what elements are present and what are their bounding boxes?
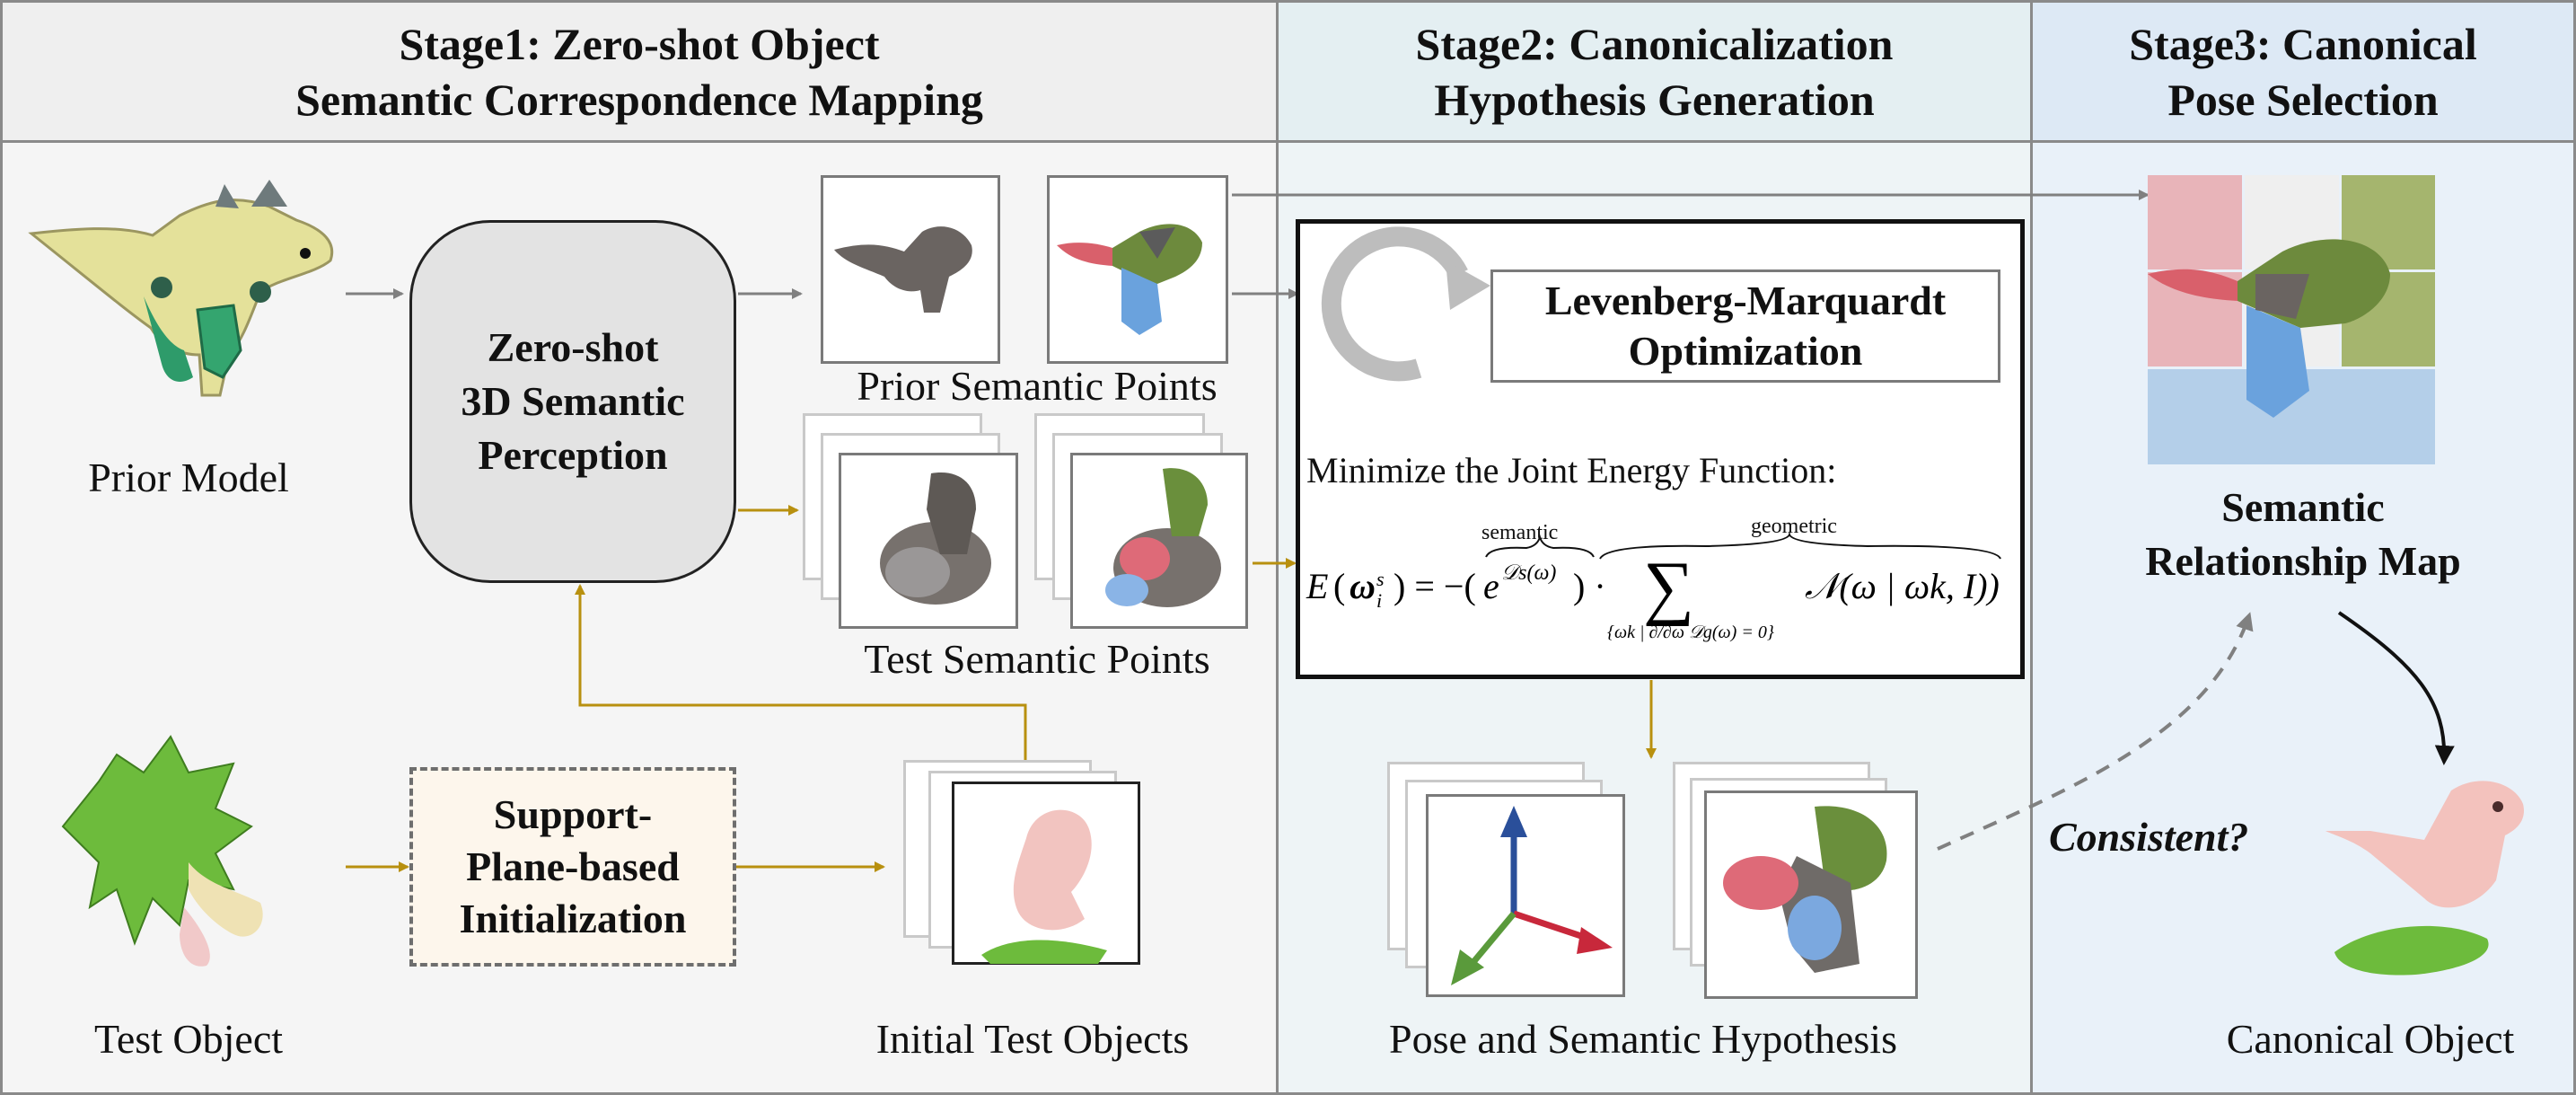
svg-text:e: e	[1483, 566, 1499, 606]
relationship-map-line2: Relationship Map	[2145, 538, 2461, 584]
stage3-header: Stage3: Canonical Pose Selection	[2030, 0, 2576, 143]
stage2-title-line1: Stage2: Canonicalization	[1415, 18, 1894, 69]
prior-points-colored-shape	[1057, 224, 1202, 335]
initial-objects-thumbnail	[952, 782, 1140, 965]
optimization-line1: Levenberg-Marquardt	[1544, 278, 1947, 323]
perception-line3: Perception	[478, 432, 668, 478]
svg-text:) ·: ) ·	[1573, 566, 1606, 606]
svg-text:𝒟s(ω): 𝒟s(ω)	[1501, 561, 1556, 585]
test-points-gray-shape	[880, 472, 991, 605]
stage2-title-line2: Hypothesis Generation	[1434, 74, 1875, 125]
stage2-header: Stage2: Canonicalization Hypothesis Gene…	[1276, 0, 2033, 143]
stage3-title-line1: Stage3: Canonical	[2129, 18, 2477, 69]
test-object-label: Test Object	[93, 1016, 284, 1062]
prior-points-gray-shape	[834, 226, 972, 313]
pose-axes-thumbnail	[1426, 794, 1625, 997]
prior-model-label: Prior Model	[88, 455, 289, 500]
svg-text:s: s	[1376, 568, 1385, 590]
prior-points-thumbnail-gray	[821, 175, 1000, 364]
relationship-map-grid	[2148, 175, 2435, 464]
svg-text:i: i	[1376, 589, 1382, 612]
pose-hypothesis-label: Pose and Semantic Hypothesis	[1389, 1016, 1897, 1062]
test-points-thumbnail-colored	[1070, 453, 1248, 629]
map-dino-points-shape	[2148, 239, 2390, 418]
optimization-line2: Optimization	[1628, 328, 1863, 374]
svg-text:𝒩(ω | ωk, I)): 𝒩(ω | ωk, I))	[1805, 566, 2000, 606]
levenberg-marquardt-box: Levenberg-Marquardt Optimization	[1490, 269, 2000, 383]
arrow-initial-objects-to-perception	[575, 584, 1027, 762]
svg-text:ω: ω	[1350, 566, 1376, 606]
hypothesis-thumbnail	[1704, 790, 1918, 999]
initial-test-objects-label: Initial Test Objects	[875, 1016, 1190, 1062]
arrow-map-to-canonical	[2337, 611, 2455, 765]
init-line2: Plane-based	[466, 843, 680, 889]
relationship-map-label: Semantic Relationship Map	[2092, 476, 2514, 593]
prior-dino-shape	[28, 180, 334, 397]
initialization-box: Support- Plane-based Initialization	[409, 767, 736, 967]
energy-caption: Minimize the Joint Energy Function:	[1306, 450, 1837, 490]
arrow-consistency-check	[1937, 612, 2254, 851]
test-semantic-points-label: Test Semantic Points	[864, 636, 1210, 682]
stage3-title-line2: Pose Selection	[2167, 74, 2439, 125]
stage1-title-line1: Stage1: Zero-shot Object	[399, 18, 880, 69]
consistent-label: Consistent?	[2049, 814, 2249, 860]
test-points-thumbnail-gray	[839, 453, 1018, 629]
init-line1: Support-	[493, 791, 653, 837]
perception-box: Zero-shot 3D Semantic Perception	[409, 220, 736, 583]
svg-text:E: E	[1306, 566, 1328, 606]
prior-semantic-points-label: Prior Semantic Points	[857, 363, 1218, 409]
svg-text:{ωk | ∂/∂ω 𝒟g(ω) = 0}: {ωk | ∂/∂ω 𝒟g(ω) = 0}	[1607, 623, 1774, 642]
perception-line2: 3D Semantic	[461, 378, 685, 424]
stage1-header: Stage1: Zero-shot Object Semantic Corres…	[0, 0, 1279, 143]
stage1-title-line2: Semantic Correspondence Mapping	[295, 74, 983, 125]
svg-text:(: (	[1333, 566, 1345, 606]
svg-text:) = −(: ) = −(	[1394, 566, 1476, 606]
prior-points-thumbnail-colored	[1047, 175, 1228, 364]
perception-line1: Zero-shot	[487, 324, 659, 370]
energy-geometric-tag: geometric	[1751, 515, 1837, 538]
init-line3: Initialization	[459, 896, 687, 941]
energy-semantic-tag: semantic	[1481, 521, 1559, 544]
svg-text:∑: ∑	[1643, 548, 1694, 627]
map-cell-red-top	[2148, 175, 2242, 269]
initial-object-shape	[981, 809, 1107, 964]
test-points-colored-shape	[1105, 468, 1221, 607]
canonical-object-label: Canonical Object	[2226, 1016, 2515, 1062]
hypothesis-points-shape	[1723, 806, 1887, 973]
relationship-map-line1: Semantic	[2221, 484, 2385, 530]
pose-axes-shape	[1451, 806, 1613, 985]
